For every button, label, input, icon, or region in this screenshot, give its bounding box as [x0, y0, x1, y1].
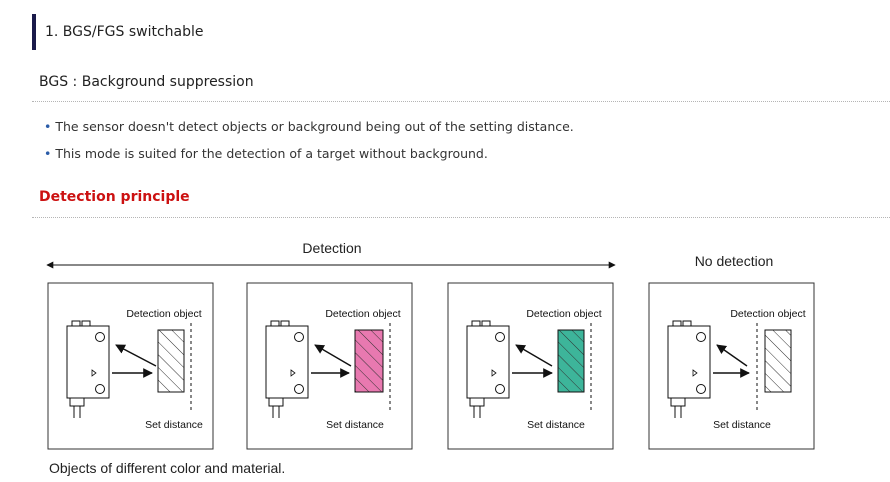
bullet-list: •The sensor doesn't detect objects or ba… [44, 118, 574, 172]
divider [32, 217, 890, 218]
diagram-panel: Detection object Set distance [648, 282, 815, 450]
set-distance-label: Set distance [713, 419, 771, 431]
diagram-panel: Detection object Set distance [447, 282, 614, 450]
detection-object-label: Detection object [325, 308, 400, 320]
sensor-icon [466, 320, 510, 418]
section-title: 1. BGS/FGS switchable [45, 24, 204, 40]
set-distance-label: Set distance [326, 419, 384, 431]
detection-object-label: Detection object [730, 308, 805, 320]
heading-accent-bar [32, 14, 36, 50]
sensor-icon [66, 320, 110, 418]
detection-object-label: Detection object [126, 308, 201, 320]
no-detection-label: No detection [695, 253, 774, 269]
sensor-icon [667, 320, 711, 418]
detection-object-label: Detection object [526, 308, 601, 320]
diagram-panel: Detection object Set distance [47, 282, 214, 450]
detection-label: Detection [302, 240, 361, 256]
detection-principle-heading: Detection principle [39, 189, 190, 205]
diagram-panel: Detection object Set distance [246, 282, 413, 450]
list-item: •This mode is suited for the detection o… [44, 146, 488, 161]
set-distance-label: Set distance [527, 419, 585, 431]
section-heading: 1. BGS/FGS switchable [32, 14, 204, 50]
diagram-caption: Objects of different color and material. [49, 460, 286, 476]
divider [32, 101, 890, 102]
list-item: •The sensor doesn't detect objects or ba… [44, 119, 574, 134]
bullet-icon: • [44, 146, 52, 161]
set-distance-label: Set distance [145, 419, 203, 431]
sensor-icon [265, 320, 309, 418]
bgs-heading: BGS : Background suppression [39, 74, 254, 90]
bullet-icon: • [44, 119, 52, 134]
